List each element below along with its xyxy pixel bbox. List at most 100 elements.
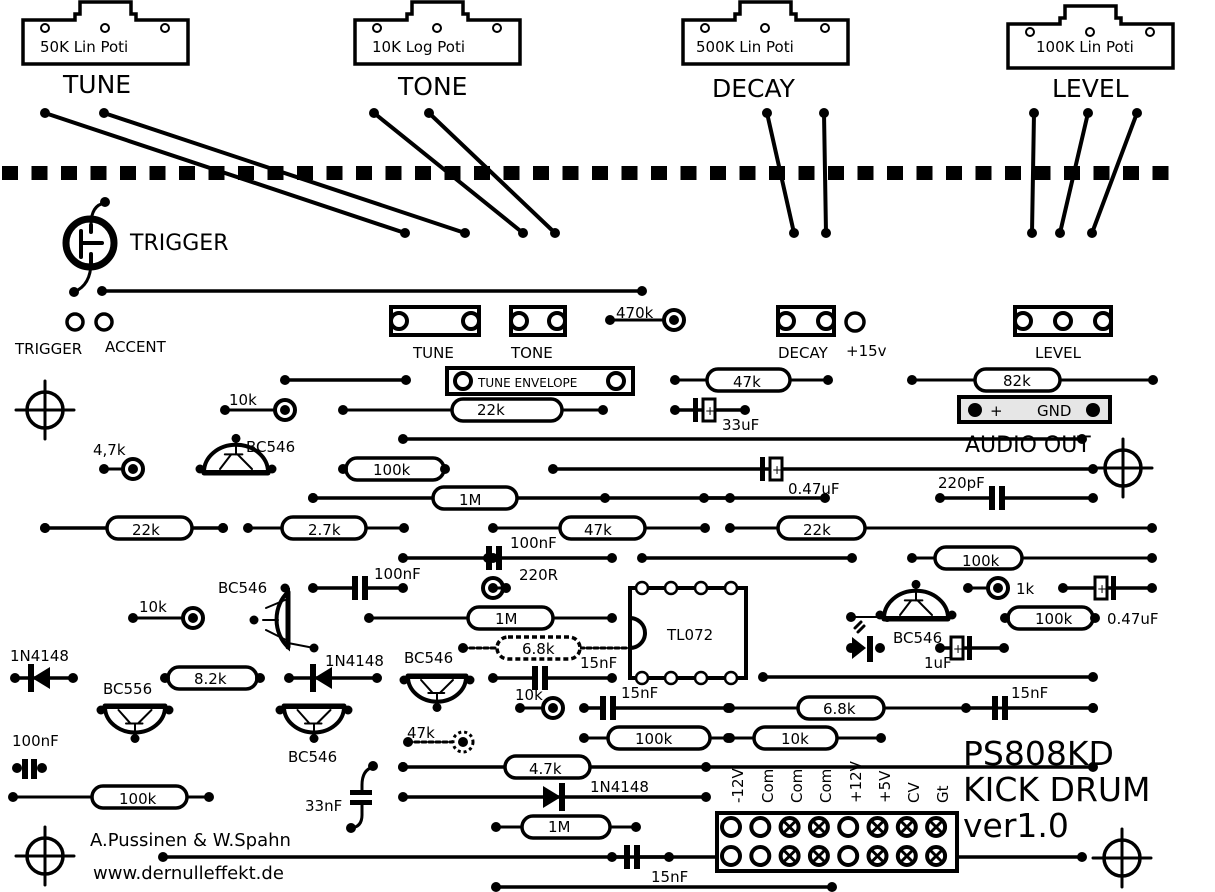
resistor	[491, 814, 641, 840]
trace	[265, 599, 286, 609]
cap-plate	[496, 546, 502, 570]
ic-pin	[693, 670, 709, 686]
capacitor	[346, 761, 378, 833]
transistor-body	[201, 442, 271, 474]
resistor-body	[776, 515, 867, 541]
resistor	[40, 515, 228, 541]
solder-pad	[204, 792, 214, 802]
pot-tune-name: TUNE	[62, 70, 131, 99]
solder-pad	[369, 108, 379, 118]
solder-pad	[598, 405, 608, 415]
transistor-leg	[296, 709, 311, 725]
pot-tune-label: 50K Lin Poti	[40, 38, 128, 56]
plus-sign: +	[953, 642, 963, 656]
standing-resistor	[220, 398, 297, 422]
header-pin	[1053, 311, 1073, 331]
transistor	[399, 673, 475, 712]
solder-pad	[723, 703, 733, 713]
pin-label: Com	[788, 769, 806, 803]
potentiometer-footprint	[353, 0, 522, 66]
power-pin	[837, 816, 860, 838]
resistor-22k-a-label: 22k	[477, 401, 505, 419]
solder-pad	[600, 493, 610, 503]
solder-pad	[1088, 703, 1098, 713]
solder-pad	[907, 375, 917, 385]
solder-pad	[280, 375, 290, 385]
panel-edge-segment	[120, 166, 136, 180]
diode-d3-label: 1N4148	[590, 778, 649, 796]
resistor-body	[796, 695, 886, 721]
pin-cross	[929, 849, 943, 863]
panel-edge-segment	[238, 166, 254, 180]
solder-pad	[99, 464, 109, 474]
solder-pad	[827, 882, 837, 892]
standing-resistor	[963, 576, 1010, 600]
ic-outline	[628, 586, 748, 680]
pot-pin	[160, 23, 170, 33]
solder-pad	[740, 405, 750, 415]
solder-pad	[725, 733, 735, 743]
credits-website: www.dernulleffekt.de	[93, 863, 284, 884]
trace	[765, 111, 796, 235]
solder-pad	[1147, 553, 1157, 563]
resistor-47k-b-label: 47k	[584, 521, 612, 539]
pin-label: CV	[905, 782, 923, 803]
solder-pad	[164, 705, 174, 715]
diode-d2-label: 1N4148	[325, 652, 384, 670]
solder-pad	[130, 734, 140, 743]
solder-pad	[280, 583, 290, 593]
pin-header	[389, 305, 481, 337]
panel-edge-segment	[444, 166, 461, 180]
trigger-jack-label: TRIGGER	[129, 231, 229, 256]
solder-pad	[758, 672, 768, 682]
resistor-body	[495, 635, 582, 661]
audio-out-plus-label: +	[990, 402, 1003, 420]
cap-plate	[350, 800, 372, 805]
pot-pin	[372, 23, 382, 33]
resistor-82k-label: 82k	[1003, 372, 1031, 390]
cap-plus-box	[701, 397, 717, 423]
ic-pin	[693, 580, 709, 596]
solder-pad	[400, 228, 410, 238]
header-pin	[453, 371, 473, 391]
electrolytic-capacitor: +	[1058, 575, 1157, 601]
cap-plate	[532, 666, 538, 690]
panel-edge-segment	[31, 166, 48, 180]
transistor-leg	[137, 709, 153, 725]
resistor	[579, 725, 733, 751]
pin-label: Com	[817, 769, 835, 803]
solder-pad	[579, 703, 589, 713]
cap-plate	[967, 636, 972, 660]
cap-33uf-label: 33uF	[722, 416, 759, 434]
solder-pad	[789, 228, 799, 238]
diode-bar	[559, 783, 565, 811]
pot-outline	[353, 0, 522, 66]
pin-label: Com	[759, 769, 777, 803]
panel-edge-segment	[326, 166, 343, 180]
solder-pad	[501, 583, 511, 593]
panel-edge-segment	[356, 166, 372, 180]
resistor-body	[105, 515, 194, 541]
power-header	[715, 811, 959, 873]
transistor-leg	[219, 453, 233, 470]
solder-pad	[637, 553, 647, 563]
solder-pad	[947, 610, 957, 620]
solder-pad	[1087, 228, 1097, 238]
panel-edge-segment	[710, 166, 726, 180]
panel-edge-segment	[857, 166, 874, 180]
cap-plate	[634, 845, 640, 869]
wire-trace	[637, 553, 857, 563]
resistor	[160, 665, 265, 691]
solder-pad	[460, 228, 470, 238]
solder-pad	[1055, 228, 1065, 238]
power-pin	[720, 816, 742, 838]
resistor	[670, 367, 833, 393]
transistor-q2-label: BC546	[218, 579, 267, 597]
solder-pad	[275, 705, 285, 715]
pin-cross	[812, 820, 826, 834]
panel-edge-segment	[179, 166, 195, 180]
panel-edge-segment	[90, 166, 107, 180]
resistor-1m-a-label: 1M	[459, 491, 482, 509]
pin-header	[509, 305, 567, 337]
resistor	[308, 485, 610, 511]
